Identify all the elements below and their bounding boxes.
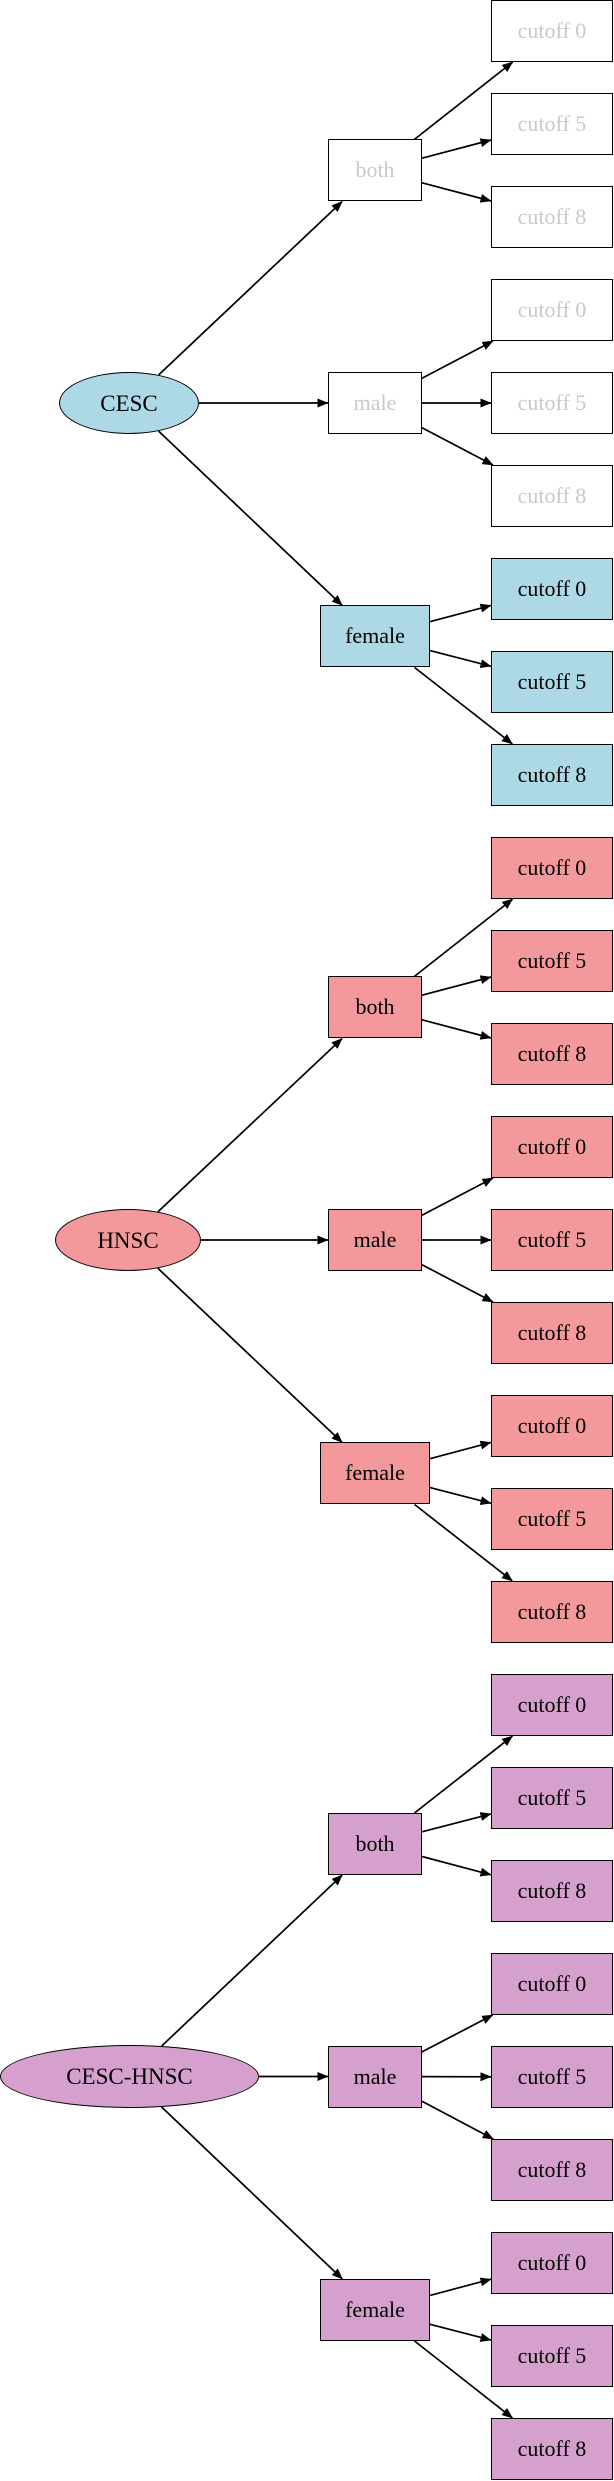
leaf-node-hnsc-female-cutoff-0: cutoff 0	[491, 1395, 613, 1457]
leaf-node-hnsc-both-cutoff-8: cutoff 8	[491, 1023, 613, 1085]
leaf-node-cesc-hnsc-female-cutoff-0: cutoff 0	[491, 2232, 613, 2294]
leaf-node-hnsc-male-cutoff-5: cutoff 5	[491, 1209, 613, 1271]
group-node-cesc-both: both	[328, 139, 422, 201]
leaf-node-cesc-both-cutoff-8: cutoff 8	[491, 186, 613, 248]
group-node-cesc-hnsc-both: both	[328, 1813, 422, 1875]
leaf-node-cesc-male-cutoff-8: cutoff 8	[491, 465, 613, 527]
root-node-hnsc: HNSC	[55, 1209, 201, 1271]
leaf-node-cesc-both-cutoff-0: cutoff 0	[491, 0, 613, 62]
leaf-node-hnsc-female-cutoff-8: cutoff 8	[491, 1581, 613, 1643]
leaf-node-cesc-hnsc-both-cutoff-5: cutoff 5	[491, 1767, 613, 1829]
root-node-cesc: CESC	[59, 372, 199, 434]
leaf-node-hnsc-male-cutoff-0: cutoff 0	[491, 1116, 613, 1178]
group-node-cesc-male: male	[328, 372, 422, 434]
root-node-cesc-hnsc: CESC-HNSC	[0, 2045, 259, 2108]
leaf-node-cesc-hnsc-female-cutoff-5: cutoff 5	[491, 2325, 613, 2387]
leaf-node-cesc-hnsc-female-cutoff-8: cutoff 8	[491, 2418, 613, 2480]
leaf-node-cesc-hnsc-male-cutoff-0: cutoff 0	[491, 1953, 613, 2015]
leaf-node-hnsc-male-cutoff-8: cutoff 8	[491, 1302, 613, 1364]
leaf-node-cesc-female-cutoff-8: cutoff 8	[491, 744, 613, 806]
leaf-node-cesc-female-cutoff-0: cutoff 0	[491, 558, 613, 620]
leaf-node-cesc-hnsc-both-cutoff-8: cutoff 8	[491, 1860, 613, 1922]
leaf-node-hnsc-both-cutoff-5: cutoff 5	[491, 930, 613, 992]
leaf-node-cesc-hnsc-male-cutoff-8: cutoff 8	[491, 2139, 613, 2201]
group-node-cesc-female: female	[320, 605, 430, 667]
group-node-hnsc-male: male	[328, 1209, 422, 1271]
leaf-node-cesc-male-cutoff-0: cutoff 0	[491, 279, 613, 341]
leaf-node-cesc-female-cutoff-5: cutoff 5	[491, 651, 613, 713]
group-node-hnsc-both: both	[328, 976, 422, 1038]
leaf-node-hnsc-both-cutoff-0: cutoff 0	[491, 837, 613, 899]
group-node-cesc-hnsc-female: female	[320, 2279, 430, 2341]
leaf-node-hnsc-female-cutoff-5: cutoff 5	[491, 1488, 613, 1550]
leaf-node-cesc-both-cutoff-5: cutoff 5	[491, 93, 613, 155]
leaf-node-cesc-hnsc-male-cutoff-5: cutoff 5	[491, 2046, 613, 2108]
leaf-node-cesc-hnsc-both-cutoff-0: cutoff 0	[491, 1674, 613, 1736]
group-node-hnsc-female: female	[320, 1442, 430, 1504]
leaf-node-cesc-male-cutoff-5: cutoff 5	[491, 372, 613, 434]
group-node-cesc-hnsc-male: male	[328, 2046, 422, 2108]
